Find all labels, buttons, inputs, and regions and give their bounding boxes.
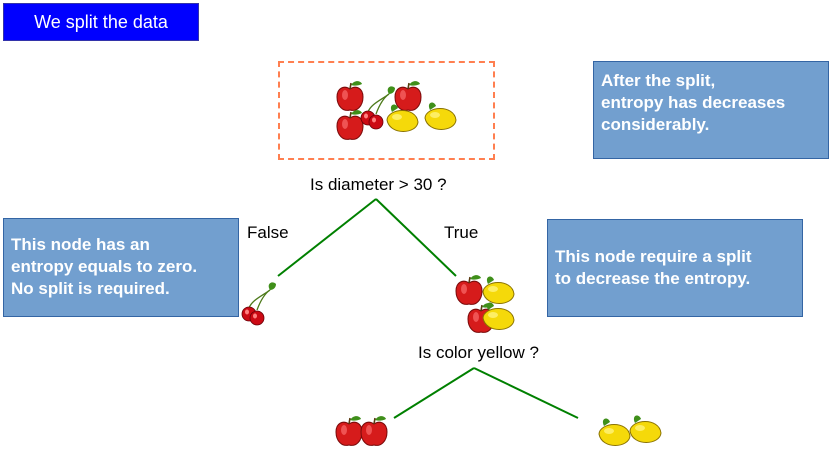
after-split-line-1: After the split, <box>601 71 716 90</box>
after-split-line-2: entropy has decreases <box>601 93 786 112</box>
false-branch-label: False <box>247 223 289 242</box>
slide-title: We split the data <box>3 3 199 41</box>
yes-leaf-fruits <box>598 415 662 446</box>
root-fruits <box>336 80 457 141</box>
second-question: Is color yellow ? <box>418 343 539 362</box>
after-split-note: After the split, entropy has decreases c… <box>593 61 829 159</box>
apple-icon <box>336 109 364 141</box>
lemon-icon <box>424 102 457 130</box>
apple-icon <box>336 80 364 112</box>
no-edge <box>393 367 475 419</box>
lemon-icon <box>482 276 515 304</box>
true-branch-label: True <box>444 223 479 242</box>
apple-icon <box>394 80 422 112</box>
lemon-icon <box>482 302 515 330</box>
right-node-line-2: to decrease the entropy. <box>555 269 751 288</box>
apple-icon <box>360 415 388 447</box>
true-edge <box>375 198 457 277</box>
left-node-line-3: No split is required. <box>11 279 170 298</box>
root-question: Is diameter > 30 ? <box>310 175 447 194</box>
lemon-icon <box>629 415 662 443</box>
false-edge <box>277 198 377 277</box>
root-node-box <box>278 61 495 160</box>
apple-icon <box>335 415 363 447</box>
right-node-line-1: This node require a split <box>555 247 752 266</box>
right-node-note: This node require a split to decrease th… <box>547 219 803 317</box>
true-node-fruits <box>455 274 515 334</box>
left-node-line-1: This node has an <box>11 235 150 254</box>
after-split-line-3: considerably. <box>601 115 710 134</box>
apple-icon <box>455 274 483 306</box>
lemon-icon <box>598 418 631 446</box>
left-node-line-2: entropy equals to zero. <box>11 257 198 276</box>
false-leaf-fruits <box>241 281 277 326</box>
cherry-icon <box>241 281 277 326</box>
no-leaf-fruits <box>335 415 388 447</box>
left-node-note: This node has an entropy equals to zero.… <box>3 218 239 317</box>
yes-edge <box>473 367 579 419</box>
